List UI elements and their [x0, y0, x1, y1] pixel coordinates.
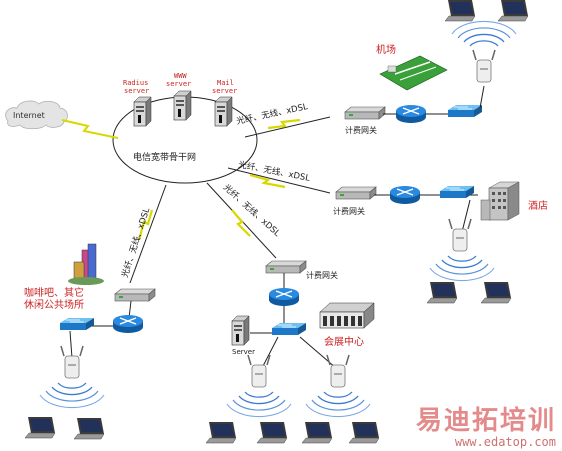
cafe-router-icon [112, 314, 144, 334]
expo-gateway-icon [265, 260, 307, 274]
cafe-laptop-2 [73, 417, 105, 440]
watermark: 易迪拓培训 www.edatop.com [416, 407, 556, 449]
airport-gateway-icon [344, 106, 386, 120]
radius-server-icon [133, 96, 152, 127]
hotel-link [227, 167, 331, 194]
hotel-wifi-waves [429, 255, 495, 282]
internet-link-lightning [61, 119, 119, 139]
cafe-switch-icon [59, 317, 95, 331]
expo-link-lightning [231, 209, 251, 237]
airport-illustration [379, 55, 448, 91]
expo-router-icon [268, 287, 300, 307]
airport-gateway-label: 计费网关 [345, 125, 377, 135]
airport-label: 机场 [376, 43, 396, 56]
expo-laptop-3 [301, 421, 333, 444]
hotel-building-icon [480, 181, 520, 221]
expo-label: 会展中心 [324, 335, 364, 348]
radius-server-label-2: server [124, 87, 149, 95]
airport-laptop-2 [497, 0, 529, 22]
hotel-router-icon [389, 185, 421, 205]
hotel-link-label: 光纤、无线、xDSL [237, 159, 311, 184]
hotel-gateway-icon [335, 186, 377, 200]
airport-laptop-1 [444, 0, 476, 22]
cafe-gateway-icon [114, 288, 156, 302]
expo-laptop-4 [348, 421, 380, 444]
expo-ap-icon-2 [326, 354, 350, 388]
www-server-label-2: server [166, 80, 191, 88]
radius-server-label-1: Radius [123, 79, 148, 87]
cafe-link-lightning [137, 209, 154, 241]
hotel-link-lightning [249, 173, 286, 189]
hotel-laptop-1 [426, 281, 458, 304]
watermark-url: www.edatop.com [454, 435, 556, 449]
expo-laptop-1 [205, 421, 237, 444]
mail-server-label-2: server [212, 87, 237, 95]
expo-server-label: Server [232, 348, 255, 356]
airport-wifi-waves [451, 20, 517, 47]
backbone-label: 电信宽带骨干网 [133, 151, 196, 163]
www-server-label-1: WWW [174, 72, 187, 80]
airport-link-label: 光纤、无线、xDSL [235, 101, 309, 127]
cafe-laptop-1 [24, 416, 56, 439]
cafe-label-line-1: 咖啡吧、其它 [24, 286, 84, 299]
internet-cloud: Internet [5, 100, 68, 130]
hotel-switch-icon [439, 185, 475, 199]
airport-switch-icon [447, 104, 483, 118]
cafe-building-icon [68, 243, 104, 285]
mail-server-icon [214, 96, 233, 127]
hotel-label: 酒店 [528, 199, 548, 212]
expo-building-icon [319, 302, 375, 329]
cafe-wifi-waves [39, 382, 105, 409]
mail-server-label-1: Mail [217, 79, 234, 87]
www-server-icon [173, 90, 192, 121]
expo-wifi-waves-2 [305, 391, 371, 418]
cafe-link [129, 184, 167, 284]
hotel-ap-icon [448, 218, 472, 252]
hotel-laptop-2 [480, 281, 512, 304]
expo-wifi-waves-1 [226, 391, 292, 418]
airport-router-icon [395, 104, 427, 124]
airport-ap-icon [472, 49, 496, 83]
expo-switch-icon [271, 322, 307, 336]
cafe-label-line-2: 休闲公共场所 [24, 298, 84, 311]
expo-server-icon [231, 315, 250, 346]
hotel-gateway-label: 计费网关 [333, 206, 365, 216]
expo-link-label: 光纤、无线、xDSL [221, 182, 283, 239]
internet-label: Internet [13, 111, 45, 120]
airport-link-lightning [267, 118, 301, 130]
airport-link [244, 116, 331, 138]
expo-laptop-2 [256, 421, 288, 444]
cafe-ap-icon [60, 345, 84, 379]
watermark-title: 易迪拓培训 [415, 406, 556, 436]
expo-gateway-label: 计费网关 [306, 270, 338, 280]
